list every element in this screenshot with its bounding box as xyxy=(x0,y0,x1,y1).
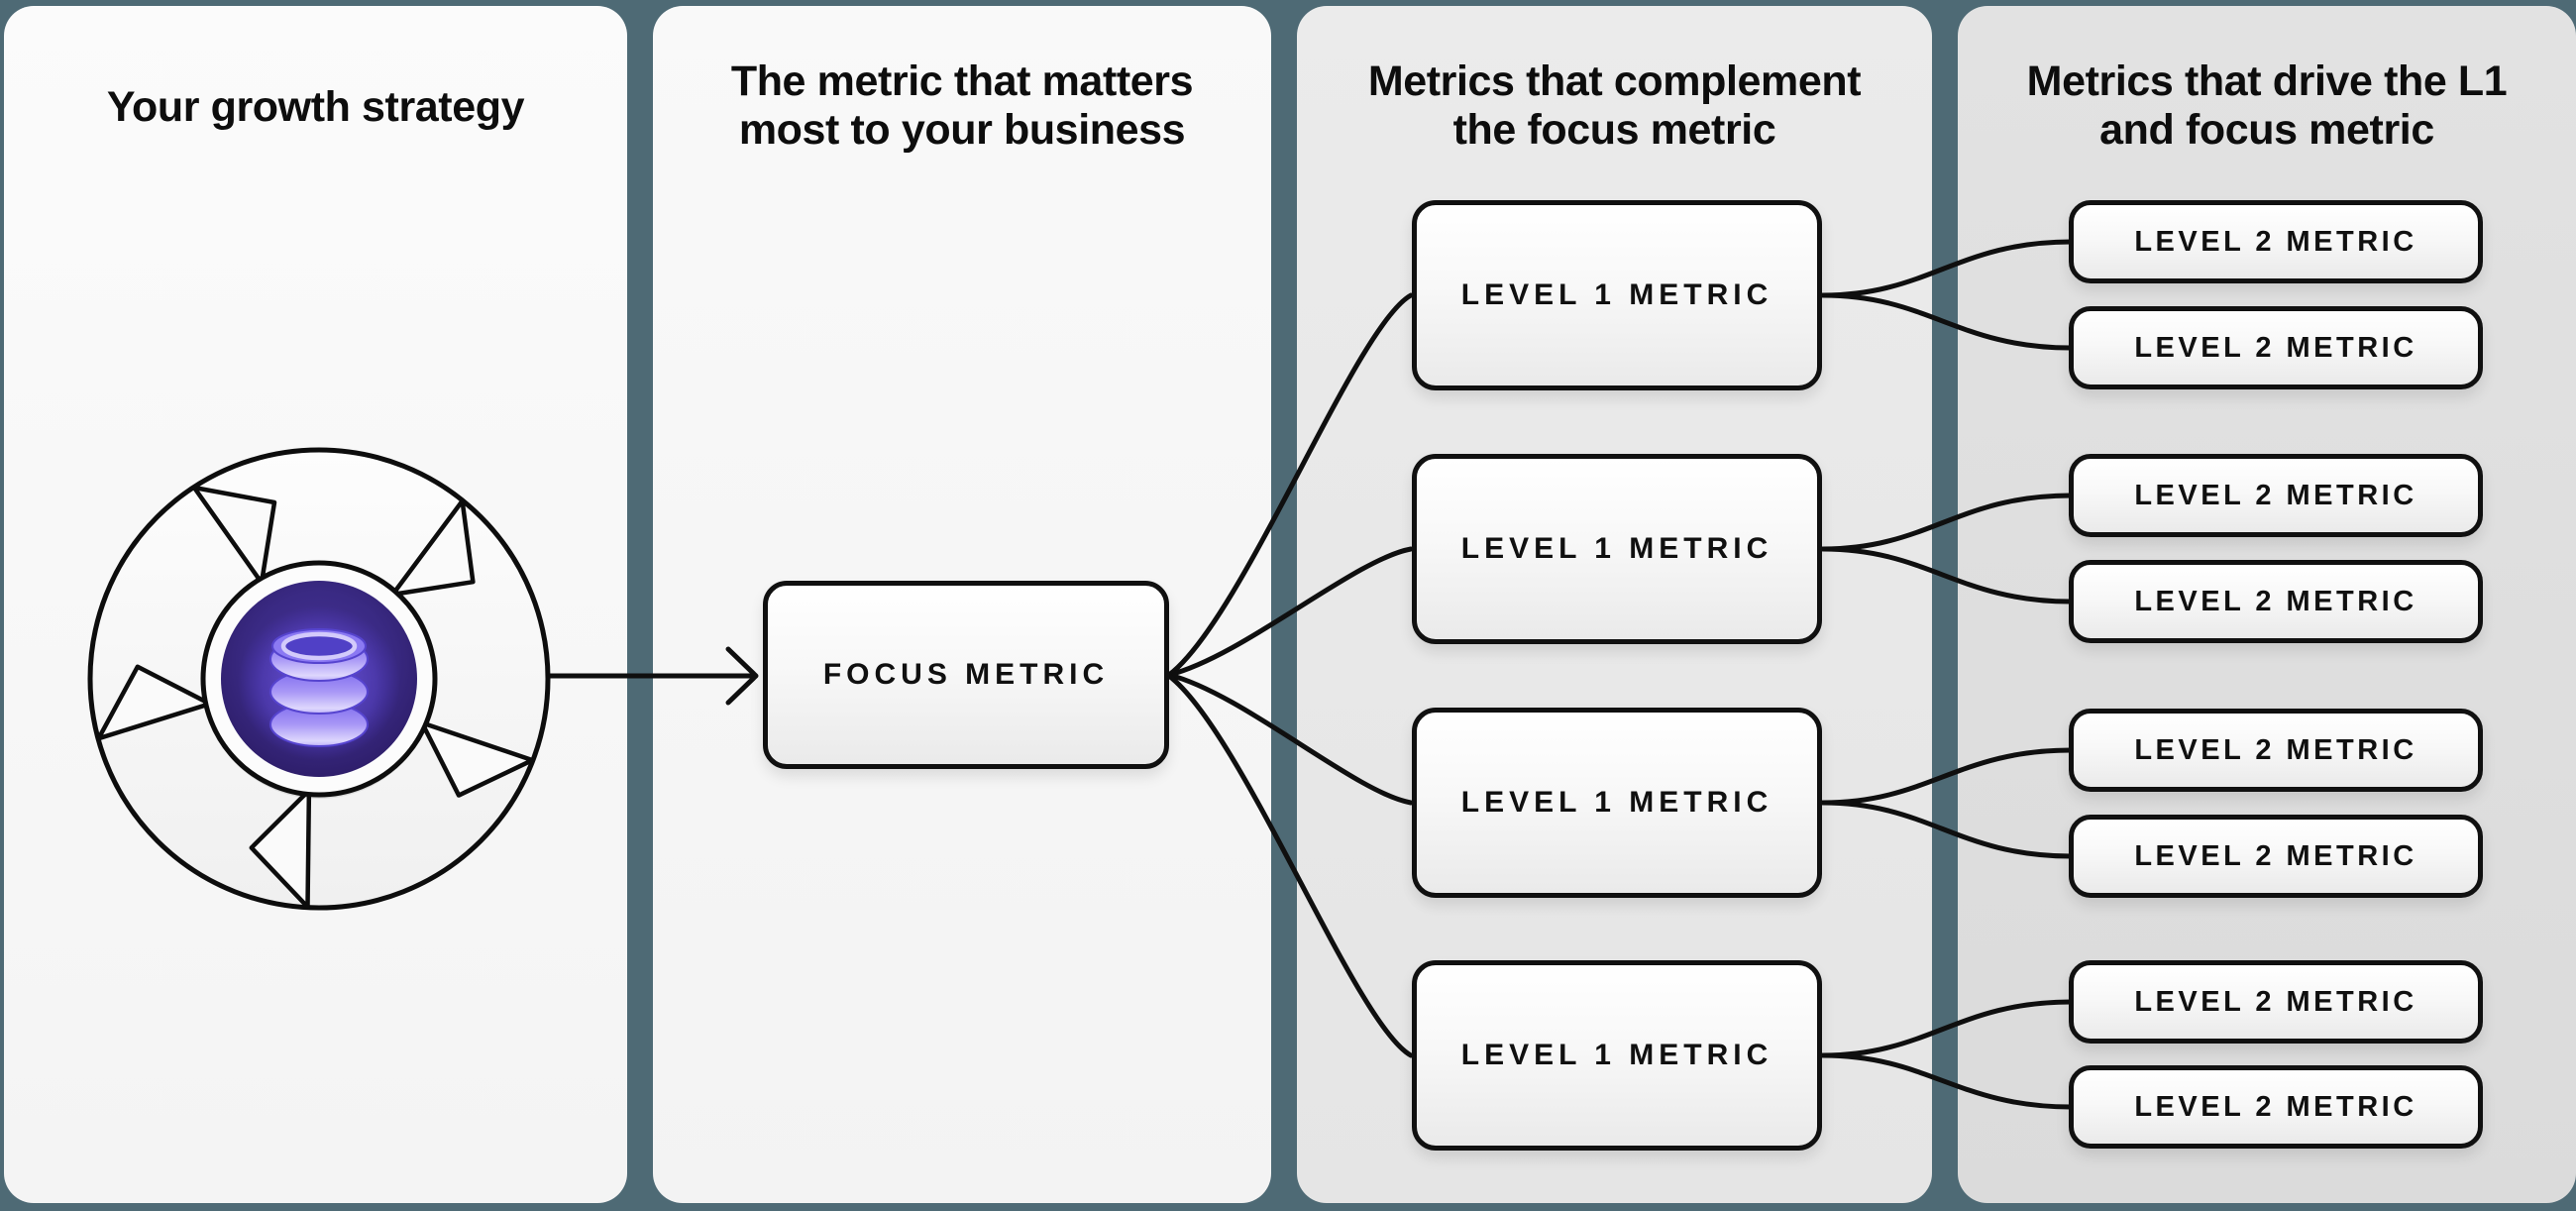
level1-metric-box: LEVEL 1 METRIC xyxy=(1412,200,1822,390)
level2-metric-box: LEVEL 2 METRIC xyxy=(2069,200,2483,283)
level2-metric-label: LEVEL 2 METRIC xyxy=(2134,225,2417,258)
level2-metric-label: LEVEL 2 METRIC xyxy=(2134,733,2417,766)
level2-metric-label: LEVEL 2 METRIC xyxy=(2134,479,2417,511)
focus-metric-box: FOCUS METRIC xyxy=(763,581,1169,769)
panel-title-line: Your growth strategy xyxy=(106,83,525,131)
level2-metric-label: LEVEL 2 METRIC xyxy=(2134,1090,2417,1123)
panel-title: Your growth strategy xyxy=(4,83,627,132)
level2-metric-label: LEVEL 2 METRIC xyxy=(2134,331,2417,364)
level1-metric-label: LEVEL 1 METRIC xyxy=(1460,1039,1773,1071)
level1-metric-label: LEVEL 1 METRIC xyxy=(1460,278,1773,311)
focus-metric-label: FOCUS METRIC xyxy=(822,658,1110,691)
panel-title: The metric that matters most to your bus… xyxy=(653,57,1271,156)
panel-title: Metrics that drive the L1 and focus metr… xyxy=(1958,57,2576,156)
level2-metric-label: LEVEL 2 METRIC xyxy=(2134,585,2417,617)
level2-metric-box: LEVEL 2 METRIC xyxy=(2069,709,2483,792)
panel-title-line: the focus metric xyxy=(1452,106,1776,155)
panel-title-line: and focus metric xyxy=(2099,106,2434,155)
level2-metric-label: LEVEL 2 METRIC xyxy=(2134,839,2417,872)
level2-metric-box: LEVEL 2 METRIC xyxy=(2069,1065,2483,1149)
panel-title-line: most to your business xyxy=(738,106,1186,155)
level2-metric-box: LEVEL 2 METRIC xyxy=(2069,454,2483,537)
level1-metric-box: LEVEL 1 METRIC xyxy=(1412,454,1822,644)
panel-title-line: The metric that matters xyxy=(730,57,1194,105)
level2-metric-box: LEVEL 2 METRIC xyxy=(2069,560,2483,643)
level2-metric-box: LEVEL 2 METRIC xyxy=(2069,960,2483,1044)
level1-metric-label: LEVEL 1 METRIC xyxy=(1460,532,1773,565)
level2-metric-label: LEVEL 2 METRIC xyxy=(2134,985,2417,1018)
level2-metric-box: LEVEL 2 METRIC xyxy=(2069,815,2483,898)
level2-metric-box: LEVEL 2 METRIC xyxy=(2069,306,2483,389)
panel-title-line: Metrics that drive the L1 xyxy=(2026,57,2508,105)
level1-metric-box: LEVEL 1 METRIC xyxy=(1412,960,1822,1151)
level1-metric-label: LEVEL 1 METRIC xyxy=(1460,786,1773,819)
panel-growth-strategy: Your growth strategy xyxy=(4,6,627,1203)
panel-title-line: Metrics that complement xyxy=(1367,57,1862,105)
panel-title: Metrics that complement the focus metric xyxy=(1297,57,1932,156)
level1-metric-box: LEVEL 1 METRIC xyxy=(1412,708,1822,898)
